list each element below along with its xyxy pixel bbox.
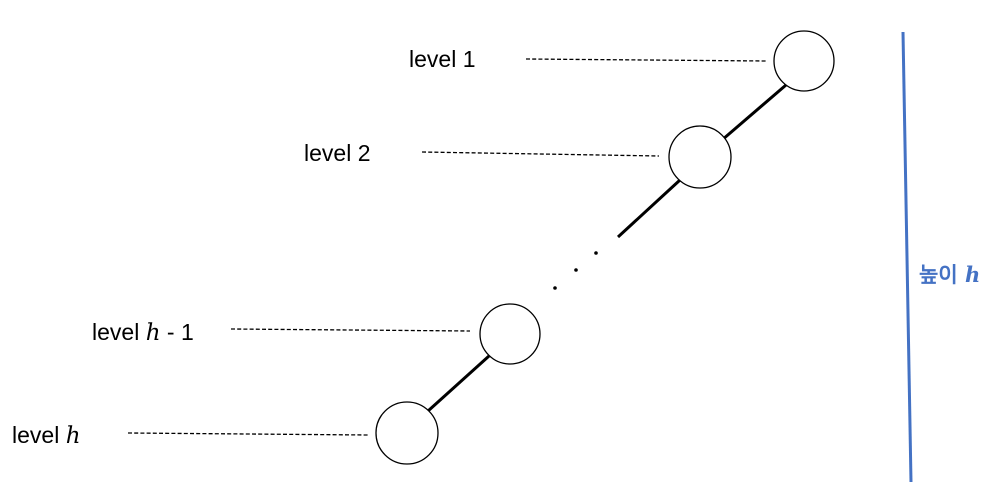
level-label-h-minus-1: level h - 1 — [92, 319, 194, 346]
edge-level2-continuation — [616, 178, 682, 239]
dashed-connector-level1 — [525, 58, 767, 62]
edge-levelh1-levelh — [426, 354, 491, 413]
ellipsis-dot — [594, 251, 598, 255]
edge-level1-level2 — [721, 83, 787, 142]
height-bar — [901, 31, 913, 483]
level-variable: h — [146, 320, 161, 346]
height-variable: h — [965, 262, 980, 287]
dashed-connector-levelh1 — [230, 328, 471, 332]
tree-node-levelh — [375, 401, 439, 465]
level-variable: h — [66, 423, 81, 449]
ellipsis-dot — [574, 268, 578, 272]
level-label-2: level 2 — [304, 140, 370, 166]
tree-node-level2 — [668, 125, 732, 189]
tree-node-level1 — [773, 30, 835, 92]
height-label: 높이 h — [919, 262, 980, 287]
tree-node-levelh1 — [479, 303, 541, 365]
level-label-h: level h — [12, 422, 81, 449]
dashed-connector-levelh — [127, 432, 369, 436]
level-label-1: level 1 — [409, 46, 475, 72]
dashed-connector-level2 — [421, 151, 660, 157]
ellipsis-dot — [553, 286, 557, 290]
